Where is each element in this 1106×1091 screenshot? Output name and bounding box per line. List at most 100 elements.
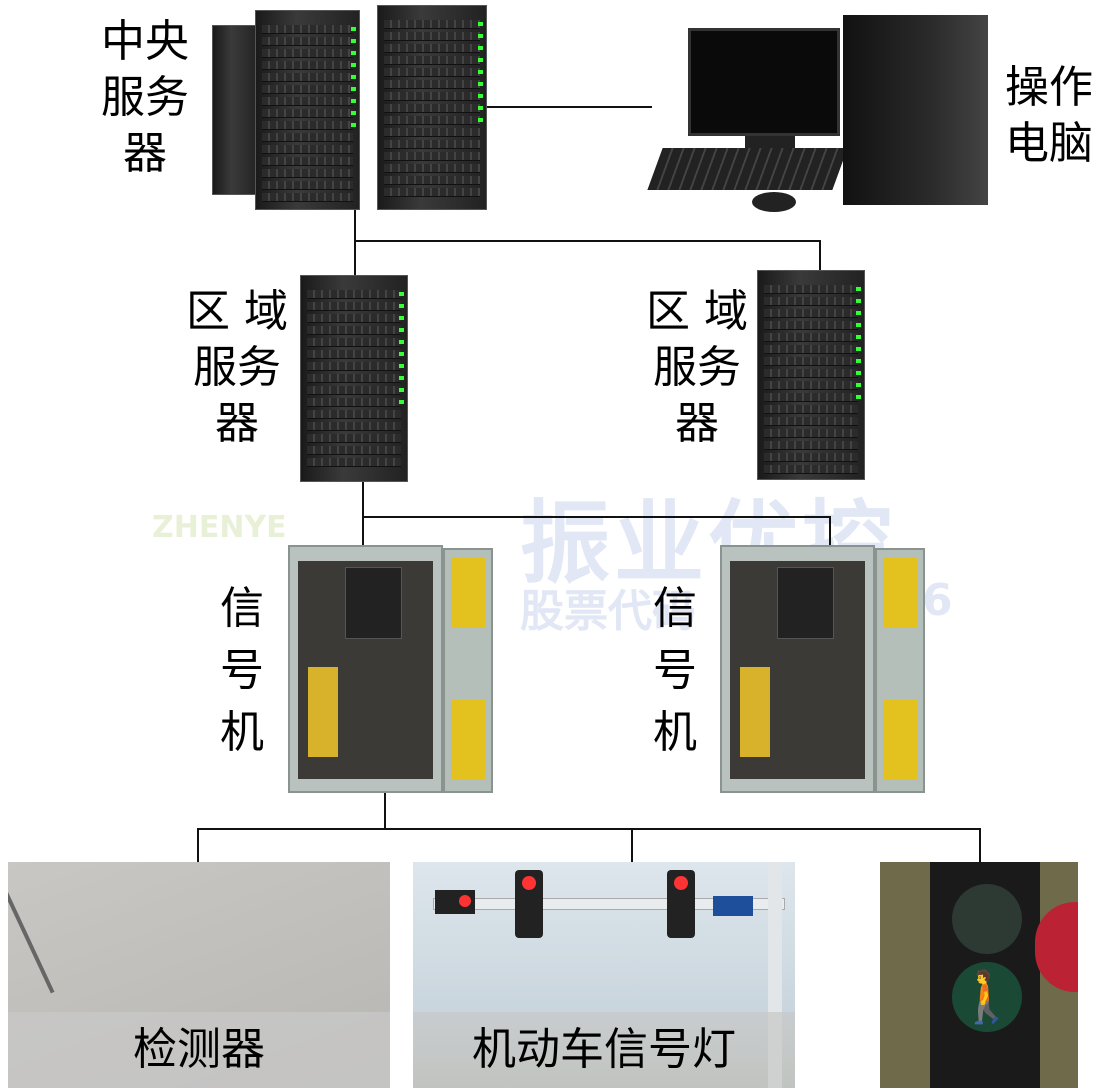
central-server-rack-back [212, 25, 260, 195]
drive-bay [307, 290, 401, 299]
drive-bay [262, 49, 353, 58]
status-led [856, 395, 861, 399]
drive-bay [764, 321, 858, 330]
mouse-icon [752, 192, 796, 212]
drive-bay [307, 398, 401, 407]
status-led [856, 371, 861, 375]
vehicle-signal-light-photo: 机动车信号灯 [413, 862, 795, 1088]
status-led [478, 46, 483, 50]
drive-bay [764, 417, 858, 426]
link-region-1 [354, 240, 356, 276]
drive-bay [262, 133, 353, 142]
operator-pc-label: 操作 电脑 [994, 60, 1104, 172]
drive-bay [764, 369, 858, 378]
label-line: 机 [220, 707, 264, 758]
street-sign [713, 896, 753, 916]
status-led [856, 383, 861, 387]
link-region-bus [354, 240, 821, 242]
central-server-label: 中央 服务 器 [90, 14, 200, 182]
drive-bay [262, 25, 353, 34]
drive-bay [384, 68, 480, 77]
label-line: 信 [220, 583, 264, 634]
drive-bay [307, 434, 401, 443]
drive-bay [384, 116, 480, 125]
drive-bay [307, 446, 401, 455]
region-server-2 [757, 270, 865, 480]
drive-bay [307, 350, 401, 359]
watermark-brand-en: ZHENYE [152, 510, 287, 545]
drive-bay [764, 285, 858, 294]
link-detector [197, 828, 199, 862]
drive-bay [384, 80, 480, 89]
drive-bay [384, 104, 480, 113]
status-led [856, 299, 861, 303]
status-led [399, 388, 404, 392]
drive-bay [764, 441, 858, 450]
status-led [351, 39, 356, 43]
status-led [351, 75, 356, 79]
signal-controller-cabinet-2 [720, 545, 875, 793]
drive-bay [262, 193, 353, 202]
status-led [399, 340, 404, 344]
label-line: 号 [220, 645, 264, 696]
label-line: 中央 [101, 16, 189, 67]
status-led [399, 304, 404, 308]
drive-bay [764, 465, 858, 474]
drive-bay [307, 338, 401, 347]
drive-bay [764, 393, 858, 402]
status-led [399, 352, 404, 356]
status-led [399, 292, 404, 296]
drive-bay [262, 145, 353, 154]
label-line: 区 域 [186, 286, 288, 337]
status-led [351, 63, 356, 67]
drive-bay [764, 309, 858, 318]
drive-bay [262, 169, 353, 178]
signal-controller-cabinet-1 [288, 545, 443, 793]
drive-bay [384, 20, 480, 29]
watermark-code: 6 [922, 575, 953, 626]
drive-bay [384, 164, 480, 173]
drive-bay [764, 429, 858, 438]
pedestrian-light-off [952, 884, 1022, 954]
drive-bay [307, 326, 401, 335]
pedestrian-signal-light-photo: 🚶 [880, 862, 1078, 1088]
label-line: 电脑 [1005, 118, 1093, 169]
link-central-to-pc [487, 106, 652, 108]
status-led [478, 34, 483, 38]
link-field-bus [197, 828, 981, 830]
drive-bay [384, 56, 480, 65]
drive-bay [262, 121, 353, 130]
link-ped-light [979, 828, 981, 862]
drive-bay [764, 453, 858, 462]
drive-bay [307, 302, 401, 311]
status-led [351, 27, 356, 31]
link-signal-bus [362, 516, 831, 518]
label-line: 信 [653, 583, 697, 634]
drive-bay [307, 386, 401, 395]
status-led [856, 323, 861, 327]
label-line: 号 [653, 645, 697, 696]
drive-bay [262, 97, 353, 106]
drive-bay [384, 32, 480, 41]
status-led [351, 87, 356, 91]
status-led [399, 376, 404, 380]
drive-bay [384, 140, 480, 149]
central-server-rack-2 [377, 5, 487, 210]
status-led [856, 311, 861, 315]
signal-controller-2-label: 信 号 机 [645, 578, 705, 764]
drive-bay [262, 37, 353, 46]
region-server-1-label: 区 域 服务 器 [182, 284, 292, 452]
status-led [856, 359, 861, 363]
link-signal-down [384, 792, 386, 829]
drive-bay [764, 297, 858, 306]
cabinet-door-2 [875, 548, 925, 793]
link-signal-2 [829, 516, 831, 548]
region-server-1 [300, 275, 408, 482]
label-line: 机 [653, 707, 697, 758]
status-led [478, 58, 483, 62]
central-server-rack-1 [255, 10, 360, 210]
drive-bay [262, 85, 353, 94]
cabinet-door-1 [443, 548, 493, 793]
drive-bay [764, 345, 858, 354]
